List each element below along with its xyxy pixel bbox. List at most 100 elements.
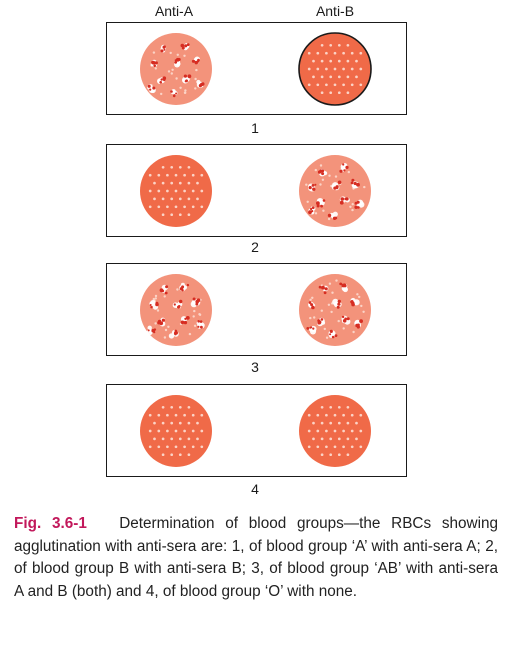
rbc-dot xyxy=(183,54,186,57)
agglutination-clump xyxy=(350,297,360,307)
rbc-dot xyxy=(161,421,165,425)
rbc-dot xyxy=(330,310,333,314)
rbc-dot xyxy=(346,43,350,47)
agglutination-clump xyxy=(332,298,342,309)
agglutination-clump xyxy=(339,196,350,205)
rbc-dot xyxy=(166,205,169,209)
rbc-dot xyxy=(183,429,186,433)
rbc-dot xyxy=(359,413,363,417)
slide-1-anti-a-drop xyxy=(140,33,212,105)
slide-2-anti-a-drop xyxy=(140,155,212,227)
rbc-dot xyxy=(337,91,341,95)
agglutination-clump xyxy=(316,198,326,208)
rbc-dot xyxy=(320,59,324,63)
rbc-dot xyxy=(346,421,350,425)
rbc-dot xyxy=(152,51,156,54)
rbc-dot xyxy=(359,83,363,87)
rbc-dot xyxy=(312,437,315,441)
rbc-dot xyxy=(312,75,315,79)
rbc-dot xyxy=(184,89,187,92)
rbc-dot xyxy=(200,205,204,209)
agglutination-clump xyxy=(327,211,338,220)
rbc-dot xyxy=(307,67,311,71)
rbc-dot xyxy=(329,453,333,457)
agglutination-clump xyxy=(146,84,156,94)
rbc-dot xyxy=(200,445,204,449)
rbc-dot xyxy=(157,189,161,193)
rbc-dot xyxy=(311,296,314,299)
rbc-dot xyxy=(314,168,317,172)
rbc-dot xyxy=(333,429,337,433)
rbc-dot xyxy=(188,332,192,336)
rbc-dot xyxy=(194,87,197,90)
rbc-dot xyxy=(333,67,337,71)
rbc-dot xyxy=(328,282,332,285)
rbc-dot xyxy=(164,328,168,332)
rbc-dot xyxy=(342,429,345,433)
rbc-dot xyxy=(316,413,320,417)
slide-1-number: 1 xyxy=(251,120,259,136)
rbc-dot xyxy=(355,421,358,425)
rbc-dot xyxy=(346,405,350,409)
agglutination-clump xyxy=(196,320,205,329)
rbc-dot xyxy=(337,319,340,323)
rbc-dot xyxy=(157,413,161,417)
rbc-dot xyxy=(178,437,182,441)
rbc-dot xyxy=(196,181,199,185)
rbc-dot xyxy=(170,165,174,169)
rbc-dot xyxy=(316,83,320,87)
slide-2-anti-b-drop xyxy=(299,155,371,227)
rbc-dot xyxy=(316,51,320,55)
rbc-dot xyxy=(170,72,173,75)
rbc-dot xyxy=(163,295,166,298)
rbc-dot xyxy=(161,453,165,457)
rbc-dot xyxy=(193,309,196,313)
slide-3-anti-a-drop xyxy=(140,274,212,346)
slide-1-anti-b-drop xyxy=(298,32,372,106)
rbc-dot xyxy=(359,445,363,449)
rbc-dot xyxy=(166,413,169,417)
slide-2 xyxy=(106,144,407,237)
rbc-dot xyxy=(335,279,338,282)
rbc-dot xyxy=(174,189,178,193)
rbc-dot xyxy=(362,310,365,313)
rbc-dot xyxy=(176,288,179,291)
agglutination-clump xyxy=(339,282,348,293)
rbc-dot xyxy=(170,213,174,217)
rbc-dot xyxy=(351,203,354,206)
agglutination-clump xyxy=(354,319,363,329)
rbc-dot xyxy=(166,189,169,193)
rbc-dot xyxy=(333,83,337,87)
rbc-dot xyxy=(360,304,363,308)
rbc-dot xyxy=(148,413,152,417)
agglutination-clump xyxy=(180,316,190,325)
agglutination-clump xyxy=(196,79,205,88)
rbc-dot xyxy=(183,205,186,209)
rbc-dot xyxy=(325,67,328,71)
rbc-dot xyxy=(309,298,312,301)
rbc-dot xyxy=(176,53,179,56)
rbc-dot xyxy=(200,173,204,177)
rbc-dot xyxy=(320,91,324,95)
rbc-dot xyxy=(323,327,326,331)
agglutination-clump xyxy=(149,300,159,310)
slide-2-number: 2 xyxy=(251,239,259,255)
rbc-dot xyxy=(319,164,323,167)
column-header-anti-b: Anti-B xyxy=(315,3,355,19)
rbc-dot xyxy=(320,437,324,441)
rbc-dot xyxy=(325,445,328,449)
rbc-dot xyxy=(350,83,354,87)
rbc-dot xyxy=(307,83,311,87)
agglutination-clump xyxy=(146,325,157,336)
slide-4 xyxy=(106,384,407,477)
rbc-dot xyxy=(163,336,167,339)
rbc-dot xyxy=(170,437,174,441)
agglutination-clump xyxy=(172,299,183,309)
rbc-dot xyxy=(153,437,156,441)
agglutination-clump xyxy=(308,183,317,192)
drop-body xyxy=(140,33,212,105)
rbc-dot xyxy=(183,413,186,417)
rbc-dot xyxy=(328,174,331,177)
figure-caption: Fig. 3.6-1 Determination of blood groups… xyxy=(14,513,498,603)
rbc-dot xyxy=(350,51,354,55)
